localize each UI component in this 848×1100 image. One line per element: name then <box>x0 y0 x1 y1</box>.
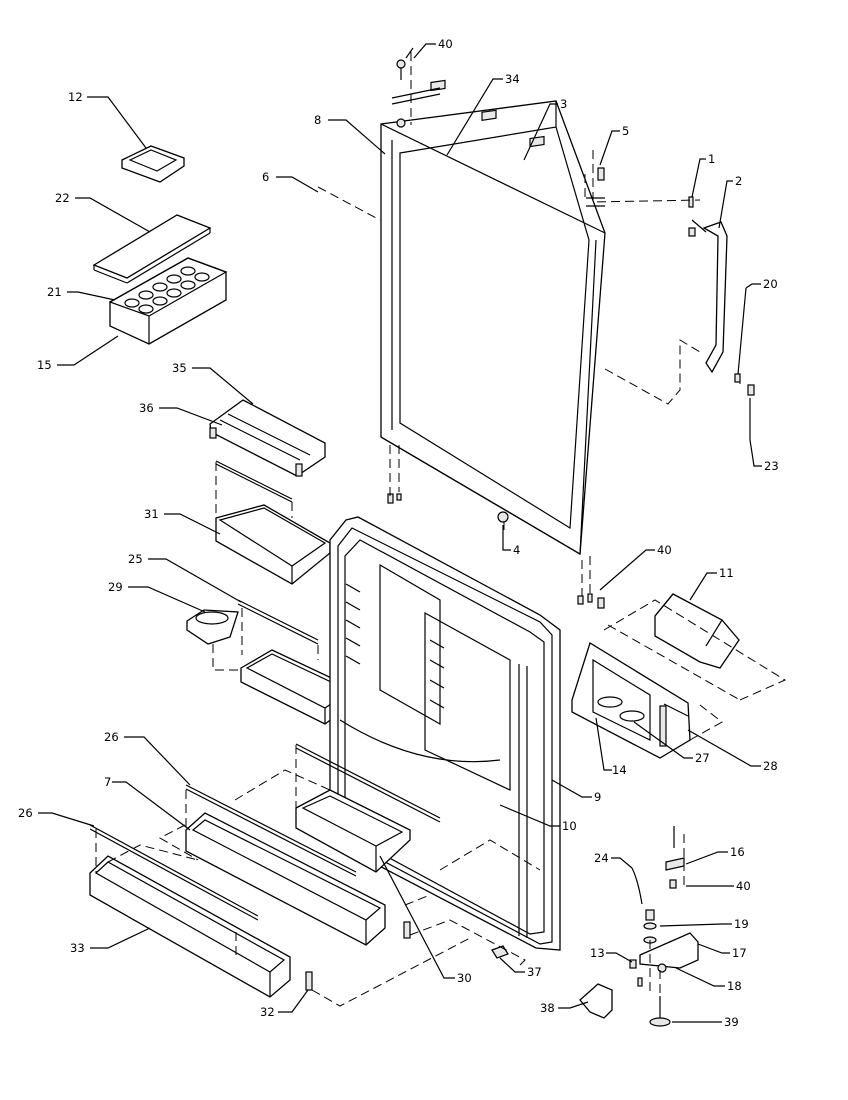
callout-6: 6 <box>262 170 269 184</box>
callout-10: 10 <box>562 819 577 833</box>
callout-34: 34 <box>505 72 520 86</box>
callout-20: 20 <box>763 277 778 291</box>
callout-28: 28 <box>763 759 778 773</box>
door-bin-part-7 <box>185 812 411 946</box>
cover-part-11 <box>654 593 740 669</box>
callout-36: 36 <box>139 401 154 415</box>
shelf-rail-part-26a <box>185 784 357 877</box>
callout-23: 23 <box>764 459 779 473</box>
callout-2: 2 <box>735 174 742 188</box>
ice-bin-part-15-21 <box>108 257 228 345</box>
callout-5: 5 <box>622 124 629 138</box>
callout-40-lower: 40 <box>736 879 751 893</box>
callout-39: 39 <box>724 1015 739 1029</box>
callout-13: 13 <box>590 946 605 960</box>
callout-30: 30 <box>457 971 472 985</box>
door-frame-part-8 <box>380 79 606 556</box>
module-part-14-27-28 <box>571 642 691 759</box>
door-bin-part-33 <box>89 855 313 998</box>
door-stop-part-37 <box>491 945 509 959</box>
callout-16: 16 <box>730 845 745 859</box>
callout-11: 11 <box>719 566 734 580</box>
callout-3: 3 <box>560 97 567 111</box>
alignment-dashed-lines <box>95 52 787 1007</box>
ice-cup-part-12 <box>121 145 185 183</box>
callout-22: 22 <box>55 191 70 205</box>
callout-37: 37 <box>527 965 542 979</box>
callout-labels: 40 34 3 5 8 12 6 1 2 22 21 15 20 35 36 2… <box>18 37 779 1029</box>
hinge-bracket-part-2 <box>688 196 728 374</box>
frame-screws <box>387 47 605 609</box>
callout-leader-lines <box>38 43 762 1023</box>
cup-part-29 <box>186 609 239 645</box>
callout-32: 32 <box>260 1005 275 1019</box>
dairy-bin-part-31 <box>215 504 331 585</box>
callout-1: 1 <box>708 152 715 166</box>
callout-25: 25 <box>128 552 143 566</box>
callout-4: 4 <box>513 543 520 557</box>
callout-27: 27 <box>695 751 710 765</box>
callout-8: 8 <box>314 113 321 127</box>
callout-26-upper: 26 <box>104 730 119 744</box>
screw-part-20-23 <box>734 287 755 396</box>
callout-7: 7 <box>104 775 111 789</box>
callout-21: 21 <box>47 285 62 299</box>
callout-40-mid: 40 <box>657 543 672 557</box>
shelf-rail-part-25 <box>237 599 319 645</box>
callout-19: 19 <box>734 917 749 931</box>
bin-part-30 <box>295 789 411 873</box>
callout-17: 17 <box>732 946 747 960</box>
dairy-shelf-rail <box>215 460 293 503</box>
callout-9: 9 <box>594 790 601 804</box>
shelf-rail-lower <box>295 743 441 823</box>
callout-33: 33 <box>70 941 85 955</box>
callout-29: 29 <box>108 580 123 594</box>
callout-15: 15 <box>37 358 52 372</box>
callout-26-lower: 26 <box>18 806 33 820</box>
callout-40-top: 40 <box>438 37 453 51</box>
callout-38: 38 <box>540 1001 555 1015</box>
callout-18: 18 <box>727 979 742 993</box>
callout-14: 14 <box>612 763 627 777</box>
callout-12: 12 <box>68 90 83 104</box>
dairy-door-part-36 <box>209 399 326 477</box>
callout-31: 31 <box>144 507 159 521</box>
door-liner-part-9 <box>329 516 561 951</box>
callout-35: 35 <box>172 361 187 375</box>
callout-24: 24 <box>594 851 609 865</box>
shelf-rail-part-26b <box>89 824 259 921</box>
